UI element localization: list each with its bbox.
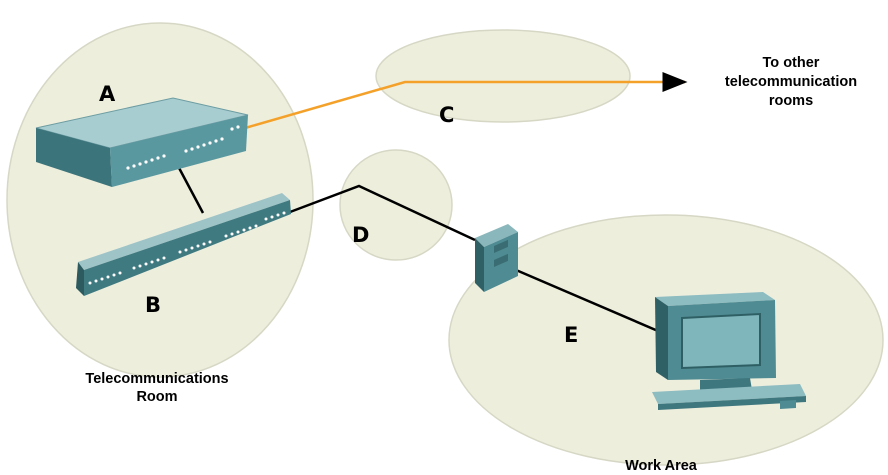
to-other-caption-line2: telecommunication — [725, 74, 857, 90]
label-b: B — [145, 293, 161, 317]
label-a: A — [99, 82, 116, 106]
to-other-caption-line3: rooms — [769, 93, 813, 109]
to-other-caption-line1: To other — [763, 55, 820, 71]
telecom-room-caption-line2: Room — [136, 389, 177, 405]
telecom-room-caption-line1: Telecommunications — [85, 371, 228, 387]
horizontal-cable — [289, 184, 476, 242]
label-e: E — [564, 323, 578, 347]
patch-cable — [515, 268, 673, 339]
network-switch-icon — [35, 97, 249, 187]
horizontal-cabling-zone — [339, 149, 453, 261]
backbone-fiber-cable — [244, 72, 688, 130]
work-area-caption: Work Area — [625, 458, 698, 474]
patch-panel-icon — [76, 193, 291, 296]
wall-outlet-icon — [475, 224, 518, 292]
backbone-zone — [375, 29, 631, 123]
computer-icon — [652, 292, 806, 410]
label-c: C — [439, 103, 454, 127]
label-d: D — [352, 223, 369, 247]
switch-to-panel-cable — [176, 165, 205, 214]
